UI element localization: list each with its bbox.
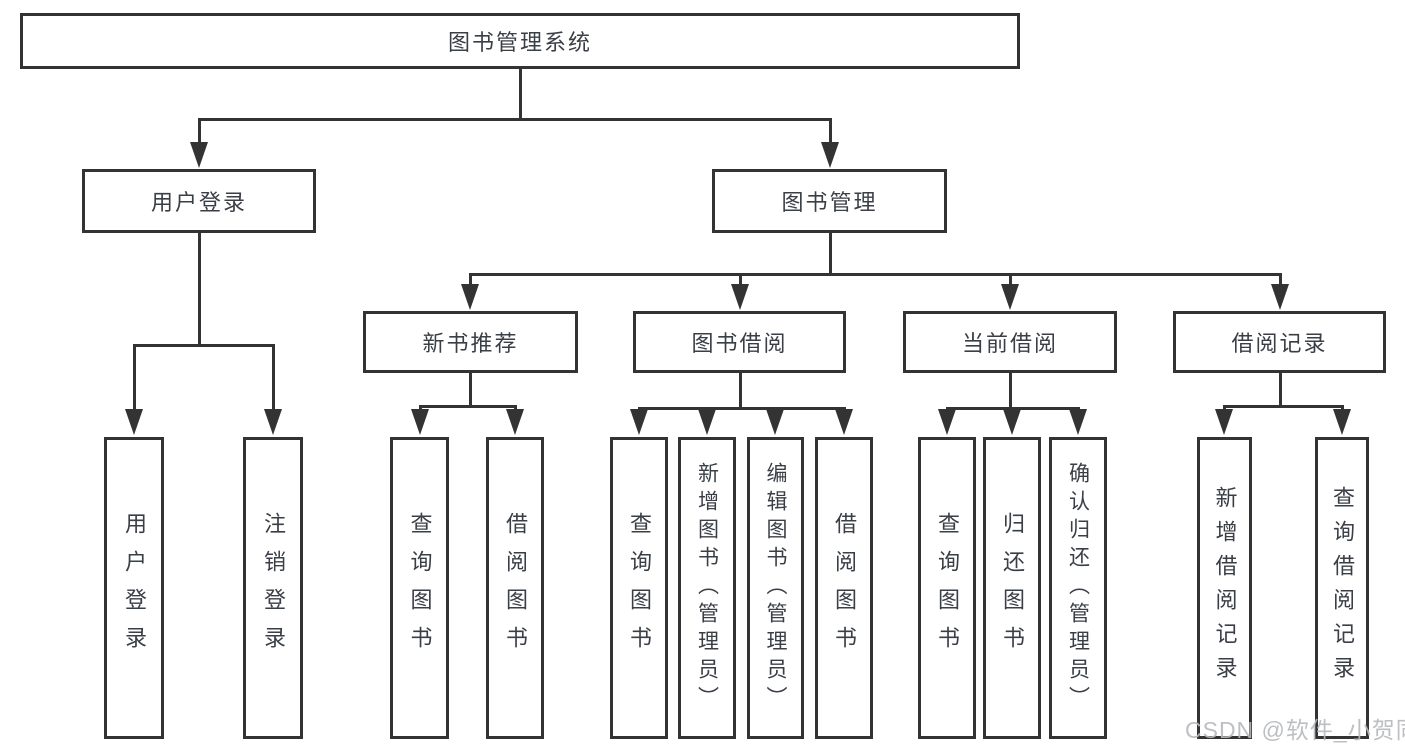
connector-line — [1279, 273, 1282, 286]
node-label: 查询图书 — [407, 512, 433, 664]
connector-line — [739, 273, 742, 286]
arrow-down-icon — [1069, 409, 1087, 435]
node-label: 新书推荐 — [422, 331, 519, 356]
connector-line — [739, 373, 742, 410]
arrow-down-icon — [1333, 409, 1351, 435]
node-label: 新增借阅记录 — [1212, 486, 1238, 690]
arrow-down-icon — [1271, 284, 1289, 310]
node-label: 归还图书 — [1000, 512, 1025, 664]
node-label: 图书借阅 — [691, 331, 788, 356]
arrow-down-icon — [461, 284, 479, 310]
node-label: 注销登录 — [261, 512, 286, 664]
arrow-down-icon — [411, 409, 429, 435]
arrow-down-icon — [766, 409, 784, 435]
leaf-return-books: 归还图书 — [983, 437, 1041, 739]
node-label: 借阅图书 — [832, 512, 857, 664]
node-new-book-recommendation: 新书推荐 — [363, 311, 578, 373]
leaf-query-books-borrow: 查询图书 — [610, 437, 668, 739]
connector-line — [133, 344, 136, 411]
node-label: 借阅图书 — [503, 512, 528, 664]
leaf-borrow-books: 借阅图书 — [815, 437, 873, 739]
leaf-logout: 注销登录 — [243, 437, 303, 739]
node-label: 当前借阅 — [961, 331, 1058, 356]
connector-line — [469, 273, 1282, 276]
arrow-down-icon — [506, 409, 524, 435]
leaf-query-borrow-record: 查询借阅记录 — [1315, 437, 1369, 739]
leaf-add-borrow-record: 新增借阅记录 — [1197, 437, 1252, 739]
connector-line — [198, 118, 832, 121]
node-label: 用户登录 — [122, 512, 147, 664]
leaf-confirm-return-admin: 确认归还（管理员） — [1049, 437, 1107, 739]
connector-line — [1009, 373, 1012, 410]
node-label: 编辑图书（管理员） — [764, 462, 787, 714]
arrow-down-icon — [835, 409, 853, 435]
connector-line — [272, 344, 275, 411]
connector-line — [829, 233, 832, 275]
node-book-borrowing: 图书借阅 — [633, 311, 846, 373]
node-label: 查询图书 — [627, 512, 652, 664]
arrow-down-icon — [938, 409, 956, 435]
leaf-add-books-admin: 新增图书（管理员） — [678, 437, 736, 739]
connector-line — [198, 118, 201, 144]
arrow-down-icon — [125, 409, 143, 435]
connector-line — [829, 118, 832, 144]
arrow-down-icon — [821, 142, 839, 168]
arrow-down-icon — [698, 409, 716, 435]
node-label: 新增图书（管理员） — [695, 462, 719, 714]
arrow-down-icon — [1001, 284, 1019, 310]
node-user-login: 用户登录 — [82, 169, 316, 233]
node-label: 用户登录 — [150, 190, 247, 215]
leaf-borrow-books-recommend: 借阅图书 — [486, 437, 544, 739]
connector-line — [198, 233, 201, 346]
leaf-user-login: 用户登录 — [104, 437, 164, 739]
connector-line — [638, 407, 846, 410]
connector-line — [469, 373, 472, 408]
connector-line — [1009, 273, 1012, 286]
connector-line — [419, 405, 517, 408]
arrow-down-icon — [731, 284, 749, 310]
leaf-edit-books-admin: 编辑图书（管理员） — [747, 437, 804, 739]
node-label: 图书管理 — [781, 190, 878, 215]
arrow-down-icon — [1003, 409, 1021, 435]
node-current-borrowing: 当前借阅 — [903, 311, 1117, 373]
leaf-query-books-current: 查询图书 — [918, 437, 976, 739]
node-label: 确认归还（管理员） — [1066, 462, 1090, 714]
connector-line — [514, 405, 517, 412]
connector-line — [133, 344, 275, 347]
arrow-down-icon — [190, 142, 208, 168]
connector-line — [469, 273, 472, 286]
arrow-down-icon — [630, 409, 648, 435]
connector-line — [519, 69, 522, 120]
connector-line — [1223, 405, 1226, 412]
node-book-management: 图书管理 — [712, 169, 947, 233]
connector-line — [1279, 373, 1282, 408]
connector-line — [419, 405, 422, 412]
arrow-down-icon — [1215, 409, 1233, 435]
leaf-query-books-recommend: 查询图书 — [390, 437, 449, 739]
node-label: 借阅记录 — [1231, 331, 1328, 356]
node-label: 查询借阅记录 — [1330, 486, 1355, 690]
node-library-management-system: 图书管理系统 — [20, 13, 1020, 69]
arrow-down-icon — [264, 409, 282, 435]
node-label: 查询图书 — [935, 512, 960, 664]
connector-line — [1223, 405, 1344, 408]
connector-line — [1341, 405, 1344, 412]
csdn-watermark: CSDN @软件_小贺同学 — [1185, 717, 1405, 743]
node-label: 图书管理系统 — [447, 30, 592, 55]
node-borrowing-records: 借阅记录 — [1173, 311, 1386, 373]
